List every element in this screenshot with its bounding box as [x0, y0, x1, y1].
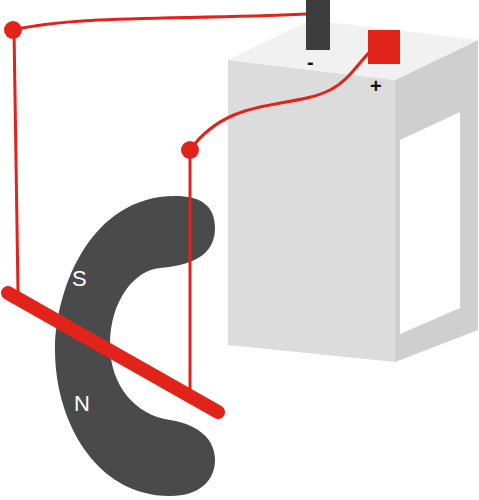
positive-terminal: [368, 30, 400, 64]
wire-right-drop: [189, 150, 192, 400]
wire-positive: [190, 50, 372, 150]
pole-label: N: [74, 393, 90, 415]
negative-terminal: [306, 0, 330, 50]
wire-junction: [181, 141, 199, 159]
battery-front: [228, 60, 395, 362]
wire-junction: [4, 21, 22, 39]
battery-side: [395, 40, 478, 362]
wire-left-drop: [14, 30, 18, 292]
terminal-label: -: [307, 52, 314, 72]
terminal-label: +: [370, 76, 382, 96]
wire-negative: [13, 14, 306, 30]
conductor-rod: [8, 293, 218, 412]
battery-window: [400, 112, 460, 334]
battery: [228, 0, 478, 362]
pole-label: S: [72, 268, 87, 290]
wires: [13, 14, 372, 400]
